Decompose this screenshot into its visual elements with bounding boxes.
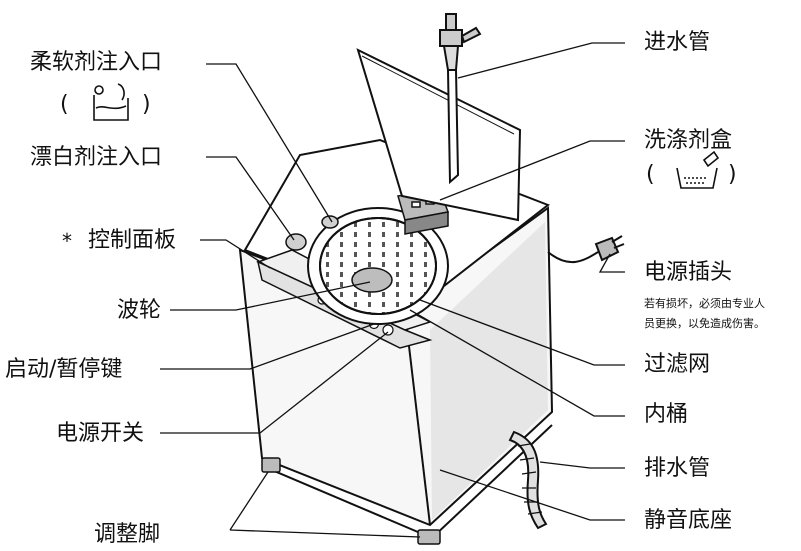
control-panel-mark: * — [62, 229, 72, 253]
adjust-feet-shape — [261, 457, 441, 545]
paren-close-2: ) — [728, 162, 737, 187]
softener-inlet-hole — [321, 215, 339, 229]
paren-close: ) — [142, 92, 151, 117]
label-control-panel: 控制面板 — [88, 228, 177, 253]
drain-hose-shape — [508, 430, 548, 530]
plug-note-line1: 若有损坏，必须由专业人 — [644, 297, 765, 310]
leader-lines — [160, 42, 625, 538]
power-cord-shape — [547, 235, 625, 264]
label-inlet-hose: 进水管 — [644, 30, 711, 55]
paren-open-2: ( — [646, 162, 655, 187]
label-softener-inlet: 柔软剂注入口 — [30, 50, 163, 75]
label-detergent-box: 洗涤剂盒 — [644, 128, 733, 153]
label-start-pause: 启动/暂停键 — [5, 357, 123, 382]
tub-opening — [307, 207, 449, 325]
inlet-hose-shape — [439, 13, 482, 185]
softener-bottle-icon — [93, 83, 129, 121]
label-pulsator: 波轮 — [117, 298, 162, 323]
label-silent-base: 静音底座 — [644, 508, 733, 533]
side-shade — [430, 222, 548, 520]
label-drain-hose: 排水管 — [644, 456, 711, 481]
pulsator-shape — [351, 267, 393, 293]
label-bleach-inlet: 漂白剂注入口 — [30, 145, 163, 170]
paren-open: ( — [60, 92, 69, 117]
label-power-switch: 电源开关 — [56, 421, 145, 446]
label-filter: 过滤网 — [644, 352, 711, 377]
label-inner-tub: 内桶 — [644, 402, 689, 427]
detergent-tub-icon — [676, 150, 720, 189]
label-adjust-feet: 调整脚 — [94, 522, 161, 547]
label-power-plug: 电源插头 — [644, 260, 733, 285]
lid — [356, 48, 522, 222]
bleach-inlet-hole — [285, 233, 307, 251]
plug-note-line2: 员更换，以免造成伤害。 — [644, 317, 765, 330]
